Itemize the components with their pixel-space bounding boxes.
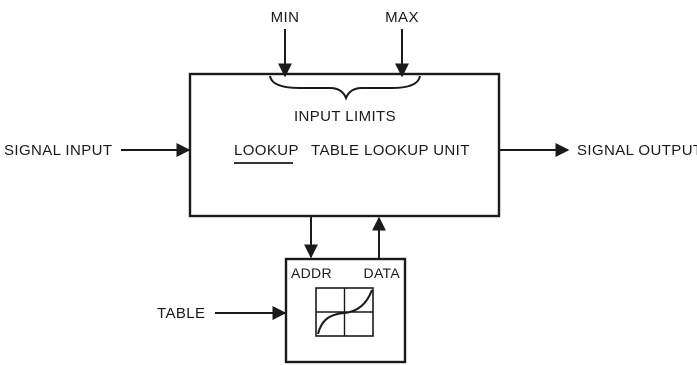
input-limits-brace: [269, 75, 421, 101]
table-label: TABLE: [157, 305, 205, 322]
signal-output-label: SIGNAL OUTPUT: [577, 142, 697, 159]
min-label: MIN: [271, 9, 300, 26]
unit-name-label: TABLE LOOKUP UNIT: [311, 142, 470, 159]
data-label: DATA: [364, 265, 401, 281]
table-curve-graph: [315, 287, 374, 337]
input-limits-label: INPUT LIMITS: [294, 108, 396, 125]
graph-curve: [317, 289, 373, 335]
max-label: MAX: [385, 9, 419, 26]
signal-input-label: SIGNAL INPUT: [4, 142, 112, 159]
lookup-label: LOOKUP: [234, 142, 299, 159]
addr-label: ADDR: [291, 265, 332, 281]
